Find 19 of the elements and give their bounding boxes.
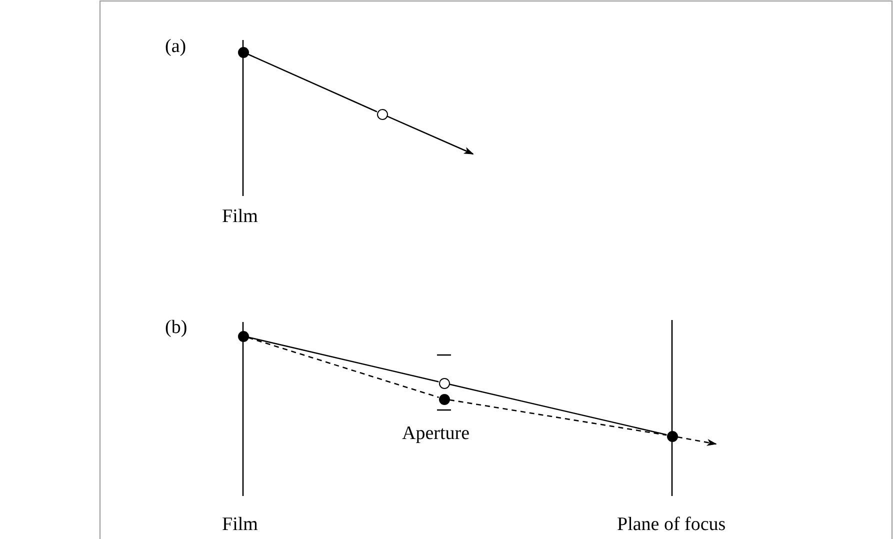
aperture-label: Aperture [402, 424, 470, 443]
ray-line [248, 54, 378, 112]
ray-arrow [386, 116, 474, 155]
filled-point [238, 330, 248, 342]
ray-line [248, 336, 439, 382]
ray-line [248, 337, 439, 398]
panel-label: (a) [165, 37, 186, 56]
panel-label: (b) [165, 318, 188, 337]
open-point [376, 108, 388, 120]
ray-line [449, 399, 667, 436]
open-point [438, 378, 450, 388]
filled-point [238, 46, 248, 58]
filled-point [666, 430, 678, 442]
ray-line [449, 384, 667, 436]
film-label: Film [222, 207, 258, 226]
ray-arrow [677, 436, 717, 446]
plane-of-focus-label: Plane of focus [617, 515, 726, 534]
film-label: Film [222, 515, 258, 534]
filled-point [438, 394, 450, 404]
